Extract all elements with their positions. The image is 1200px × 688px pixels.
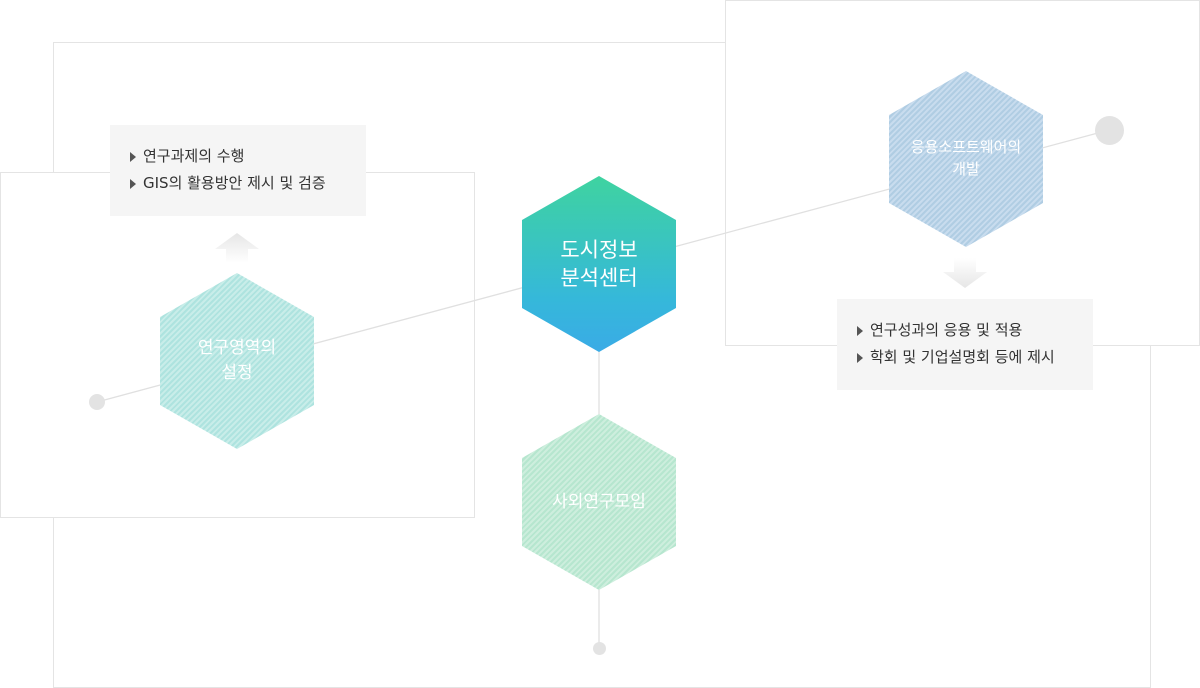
hex-center-urban-info: 도시정보 분석센터 [522, 176, 676, 352]
bullet-triangle-icon [130, 151, 136, 162]
bullet-triangle-icon [857, 352, 863, 363]
list-item: 연구성과의 응용 및 적용 [857, 317, 1073, 344]
list-item-text: 연구과제의 수행 [143, 147, 245, 165]
left-info-list: 연구과제의 수행 GIS의 활용방안 제시 및 검증 [130, 143, 346, 197]
right-end-dot [1095, 116, 1124, 145]
left-frame [0, 172, 475, 518]
bottom-end-dot [593, 642, 606, 655]
left-end-dot [89, 394, 105, 410]
list-item-text: 연구성과의 응용 및 적용 [870, 321, 1023, 339]
hex-research-area: 연구영역의 설정 [160, 273, 314, 449]
arrow-down-icon [943, 258, 987, 288]
list-item: GIS의 활용방안 제시 및 검증 [130, 170, 346, 197]
list-item-text: 학회 및 기업설명회 등에 제시 [870, 348, 1055, 366]
hex-label: 사외연구모임 [552, 491, 646, 512]
hex-label: 연구영역의 설정 [197, 338, 277, 383]
list-item: 학회 및 기업설명회 등에 제시 [857, 344, 1073, 371]
hex-label: 응용소프트웨어의 개발 [910, 138, 1022, 178]
bullet-triangle-icon [130, 178, 136, 189]
arrow-up-icon [215, 233, 259, 263]
hex-software-dev: 응용소프트웨어의 개발 [889, 71, 1043, 247]
hex-label: 도시정보 분석센터 [560, 237, 638, 290]
right-info-box: 연구성과의 응용 및 적용 학회 및 기업설명회 등에 제시 [837, 299, 1093, 390]
right-info-list: 연구성과의 응용 및 적용 학회 및 기업설명회 등에 제시 [857, 317, 1073, 371]
left-info-box: 연구과제의 수행 GIS의 활용방안 제시 및 검증 [110, 125, 366, 216]
bullet-triangle-icon [857, 325, 863, 336]
list-item-text: GIS의 활용방안 제시 및 검증 [143, 174, 326, 192]
list-item: 연구과제의 수행 [130, 143, 346, 170]
